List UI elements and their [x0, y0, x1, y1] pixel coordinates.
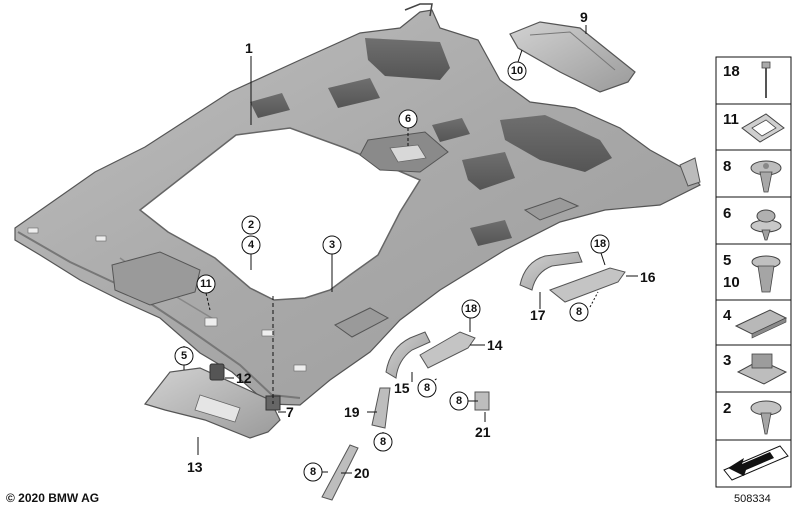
legend-18: 18 — [723, 63, 740, 80]
callout-2: 2 — [248, 219, 254, 231]
strip-clip-icon — [734, 309, 788, 339]
legend-4: 4 — [723, 307, 732, 324]
callout-13: 13 — [187, 459, 203, 475]
callout-labels: 1 9 7 12 13 14 15 16 17 19 20 21 — [187, 9, 656, 481]
callout-8-front: 8 — [576, 306, 582, 318]
callout-19: 19 — [344, 404, 360, 420]
visor-clip — [209, 363, 225, 381]
diagram-number: 508334 — [734, 493, 771, 505]
callout-11: 11 — [200, 278, 212, 290]
callout-18-rear: 18 — [465, 303, 477, 315]
callout-5: 5 — [181, 350, 187, 362]
grab-handle-rear — [385, 331, 431, 379]
bracket-19 — [371, 387, 391, 429]
grab-handle-front — [519, 251, 583, 291]
callout-21: 21 — [475, 424, 491, 440]
legend-5: 5 — [723, 252, 731, 269]
callout-6: 6 — [405, 113, 411, 125]
pan-screw-icon — [750, 400, 782, 435]
legend-11: 11 — [723, 111, 739, 128]
callout-17: 17 — [530, 307, 546, 323]
handle-bracket-rear — [419, 331, 476, 369]
circled-callouts — [174, 61, 610, 482]
callout-9: 9 — [580, 9, 588, 25]
legend-3: 3 — [723, 352, 731, 369]
legend-8: 8 — [723, 158, 731, 175]
legend-6: 6 — [723, 205, 731, 222]
holder-clip-icon — [736, 353, 788, 385]
sunroof-opening — [138, 127, 422, 301]
callout-7: 7 — [286, 404, 294, 420]
fastener-legend: 18 11 8 6 5 10 4 3 2 — [715, 56, 792, 488]
legend-10: 10 — [723, 274, 740, 291]
callout-8-bracket19: 8 — [380, 436, 386, 448]
circled-callout-labels: 10 6 2 4 3 11 5 18 18 8 8 8 8 8 — [181, 65, 606, 478]
callout-20: 20 — [354, 465, 370, 481]
legend-2: 2 — [723, 400, 731, 417]
headliner-panel — [14, 3, 701, 406]
callout-8-rear-a: 8 — [424, 382, 430, 394]
callout-18-front: 18 — [594, 238, 606, 250]
callout-14: 14 — [487, 337, 503, 353]
callout-16: 16 — [640, 269, 656, 285]
screw-washer-icon — [750, 209, 782, 241]
frame-clip-icon — [741, 113, 785, 143]
callout-12: 12 — [236, 370, 252, 386]
callout-1: 1 — [245, 40, 253, 56]
front-trim-cover — [509, 21, 636, 93]
insulation-pads — [250, 38, 612, 246]
callout-8-bracket20: 8 — [310, 466, 316, 478]
arrow-sign-icon — [723, 445, 789, 481]
callout-8-rear-b: 8 — [456, 395, 462, 407]
callout-15: 15 — [394, 380, 410, 396]
callout-4: 4 — [248, 239, 255, 251]
callout-3: 3 — [329, 239, 335, 251]
pin-icon — [761, 61, 771, 98]
expanding-rivet-icon — [751, 255, 781, 293]
screw-icon — [750, 160, 782, 193]
handle-bracket-front — [548, 267, 626, 303]
bracket-20 — [321, 444, 359, 501]
copyright-text: © 2020 BMW AG — [6, 491, 100, 505]
sun-visor — [143, 367, 281, 439]
callout-10: 10 — [511, 65, 523, 77]
